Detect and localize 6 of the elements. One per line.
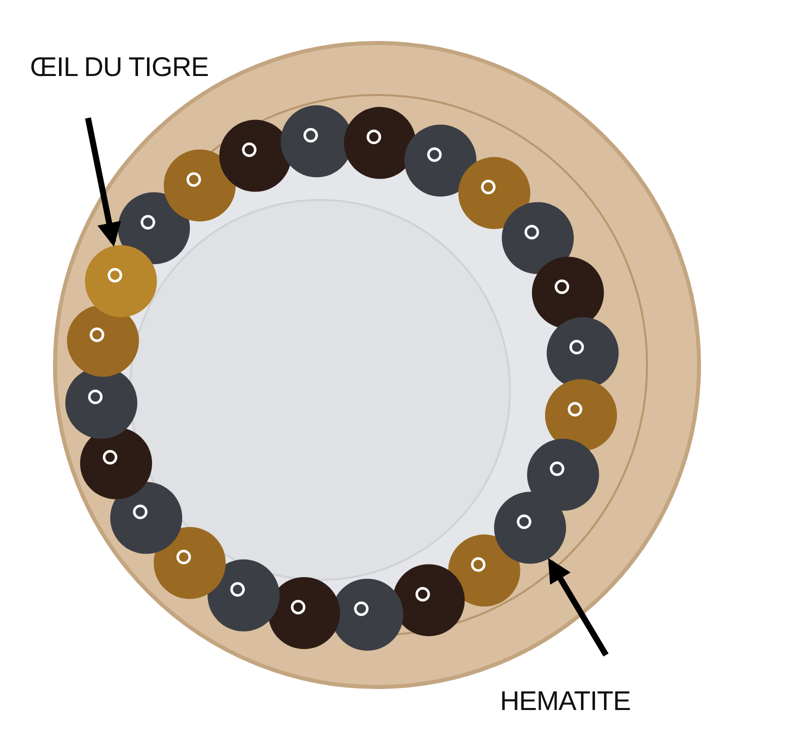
leader-arrow xyxy=(548,558,609,657)
bead xyxy=(494,492,566,564)
leader-arrow xyxy=(85,117,121,247)
callout-label: HEMATITE xyxy=(500,686,630,717)
bead xyxy=(84,245,157,318)
callout-label: ŒIL DU TIGRE xyxy=(30,52,209,83)
